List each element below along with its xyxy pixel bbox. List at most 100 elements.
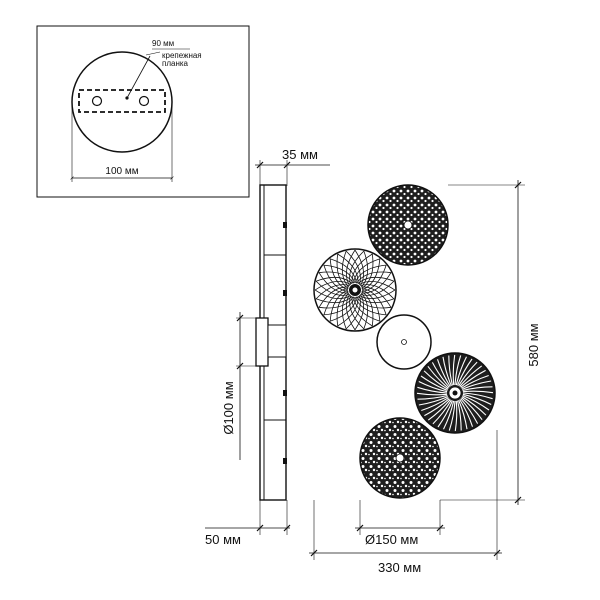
dim-35-label: 35 мм (282, 147, 318, 162)
disc-pattern-stroke (423, 370, 449, 390)
dim-50-label: 50 мм (205, 532, 241, 547)
disc-pattern-stroke (461, 380, 492, 390)
disc-pattern-stroke (437, 400, 454, 428)
canopy-mount (267, 324, 287, 358)
bracket-label-line1: крепежная (162, 51, 202, 60)
disc-pattern-stroke (361, 272, 392, 294)
disc-pattern-stroke (360, 280, 395, 296)
disc-pattern-stroke (361, 253, 374, 289)
disc-pattern-stroke (461, 396, 487, 416)
disc-pattern-stroke (443, 400, 455, 430)
disc-pattern-stroke (424, 398, 450, 417)
dim-35-tick-left (256, 161, 264, 169)
disc-pattern-stroke (454, 355, 462, 386)
disc-pattern-stroke (462, 390, 494, 394)
dim-35-tick-right (283, 161, 291, 169)
dim-580-tick-top (514, 181, 522, 189)
disc-pattern-stroke (417, 394, 448, 400)
disc-pattern-stroke (345, 294, 356, 331)
disc-pattern-stroke (459, 399, 474, 427)
disc-pattern-stroke (460, 369, 486, 388)
disc-pattern-stroke (448, 400, 456, 431)
disc-pattern-stroke (455, 356, 467, 386)
disc-pattern-stroke (336, 291, 349, 327)
disc-pattern-stroke (354, 249, 365, 286)
disc-pattern-stroke (436, 359, 451, 387)
dim-50-tick-right (283, 524, 291, 532)
disc-pattern-stroke (314, 280, 351, 291)
disc-pattern-stroke (460, 398, 479, 424)
disc-pattern-stroke (420, 375, 448, 392)
side-view: 35 мм Ø100 мм 50 мм (205, 147, 330, 547)
disc-pattern-stroke (329, 258, 357, 284)
disc-pattern-stroke (337, 253, 359, 284)
disc-pattern-stroke (323, 288, 349, 316)
canopy-circle (71, 51, 173, 153)
disc-pattern-stroke (462, 386, 493, 392)
disc-pattern-stroke (418, 381, 448, 393)
disc-pattern-stroke (315, 284, 350, 300)
disc-pattern-stroke (458, 399, 468, 430)
front-view: 580 мм Ø150 мм 330 мм (309, 180, 541, 575)
disc-starburst-light (313, 248, 397, 332)
disc-pattern-stroke (356, 296, 392, 309)
dim-330-tick-right (493, 549, 501, 557)
dim-d100-label: Ø100 мм (221, 381, 236, 434)
disc-pattern-stroke (458, 361, 478, 387)
disc-pattern-stroke (462, 392, 493, 400)
disc-pattern-stroke (315, 276, 353, 284)
disc-pattern-stroke (318, 271, 354, 284)
leader-line-90 (126, 55, 151, 99)
disc-pattern-stroke (452, 354, 456, 386)
canopy-profile (255, 317, 269, 367)
disc-pattern-stroke (349, 295, 365, 330)
disc-top-mesh (367, 184, 449, 266)
dim-d150-tick-right (436, 524, 444, 532)
disc-pattern-stroke (456, 400, 462, 431)
bolt-3 (283, 390, 287, 396)
disc-pattern-stroke (341, 292, 349, 330)
dim-d100-tick-top (236, 314, 244, 322)
disc-pattern-stroke (461, 397, 483, 421)
dim-330-label: 330 мм (378, 560, 421, 575)
disc-bottom-mesh (359, 417, 441, 499)
screw-hole-left (91, 95, 103, 107)
screw-hole-right (138, 95, 150, 107)
disc-pattern-stroke (323, 264, 356, 284)
disc-pattern-stroke (354, 296, 387, 316)
disc-pattern-stroke (353, 296, 381, 322)
leader-line-bracket (145, 51, 161, 56)
dim-90-label: 90 мм (152, 39, 174, 48)
disc-pattern-stroke (456, 358, 473, 386)
disc-pattern-stroke (351, 296, 373, 327)
disc-ribbed-dark (414, 352, 496, 434)
dim-580-label: 580 мм (526, 323, 541, 366)
disc-pattern-stroke (361, 258, 381, 291)
disc-pattern-stroke (417, 386, 448, 394)
disc-pattern-stroke (357, 296, 395, 304)
dim-100-label: 100 мм (105, 166, 138, 177)
disc-pattern-stroke (359, 289, 396, 300)
disc-pattern-stroke (345, 250, 361, 285)
disc-pattern-stroke (427, 399, 451, 421)
disc-plain-center (376, 314, 432, 370)
disc-pattern-stroke (431, 362, 450, 388)
disc-pattern-stroke (329, 289, 349, 322)
dim-d150-label: Ø150 мм (365, 532, 418, 547)
disc-pattern-stroke (462, 394, 490, 411)
disc-pattern-stroke (361, 264, 387, 292)
disc-pattern-stroke (418, 396, 449, 406)
disc-pattern-stroke (462, 393, 492, 405)
dim-d150-tick-left (356, 524, 364, 532)
disc-pattern-stroke (442, 356, 452, 387)
dim-330-tick-left (310, 549, 318, 557)
dim-d100-tick-bottom (236, 362, 244, 370)
disc-pattern-stroke (427, 365, 449, 389)
bolt-4 (283, 458, 287, 464)
disc-pattern-stroke (361, 250, 369, 288)
mounting-bracket (78, 89, 166, 113)
mounting-bracket-inset: 90 мм крепежная планка 100 мм (36, 25, 250, 198)
disc-pattern-stroke (459, 365, 483, 387)
dim-580-tick-bottom (514, 496, 522, 504)
